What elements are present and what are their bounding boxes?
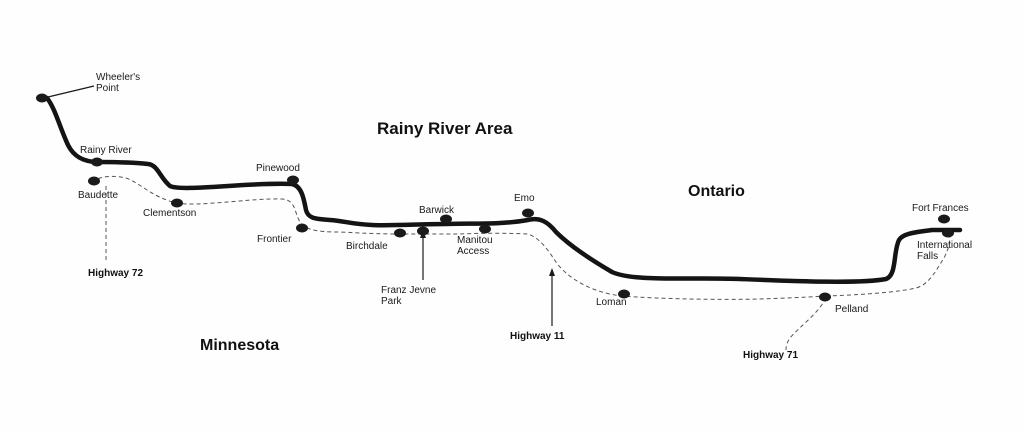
baudette-label: Baudette [78, 190, 119, 201]
region-ontario: Ontario [688, 183, 745, 200]
international-falls-label: International Falls [917, 240, 972, 262]
clementson-marker [171, 198, 183, 208]
ontario-highway-71-road [825, 235, 951, 297]
pelland-label: Pelland [835, 304, 869, 315]
birchdale-label: Birchdale [346, 241, 388, 252]
highway-71-label: Highway 71 [743, 350, 799, 361]
region-minnesota: Minnesota [200, 337, 280, 354]
wheelers-point-marker [36, 93, 48, 103]
loman-marker [618, 289, 630, 299]
manitou-access-label: Manitou Access [457, 235, 493, 257]
franz-jevne-marker [417, 226, 429, 236]
emo-marker [522, 208, 534, 218]
manitou-access-label-line2: Access [457, 246, 490, 257]
highway-11-label: Highway 11 [510, 331, 565, 342]
barwick-label: Barwick [419, 205, 455, 216]
highway-11-arrow [549, 268, 555, 326]
rainy-river-marker [91, 157, 103, 167]
birchdale-marker [394, 228, 406, 238]
rainy-river-label: Rainy River [80, 145, 132, 156]
franz-jevne-park-label-line1: Franz Jevne [381, 285, 437, 296]
pinewood-label: Pinewood [256, 163, 300, 174]
frontier-marker [296, 223, 308, 233]
map-title: Rainy River Area [377, 119, 513, 138]
fort-frances-marker [938, 214, 950, 224]
emo-label: Emo [514, 193, 535, 204]
pelland-marker [819, 292, 831, 302]
international-falls-marker [942, 228, 954, 238]
pinewood-marker [287, 175, 299, 185]
baudette-marker [88, 176, 100, 186]
wheelers-point-pointer [47, 85, 95, 98]
highway-71-road [785, 297, 827, 351]
rainy-river-line [44, 95, 963, 284]
frontier-label: Frontier [257, 234, 292, 245]
us-highway-11-road [91, 175, 827, 300]
franz-jevne-park-label: Franz Jevne Park [381, 285, 436, 307]
manitou-access-marker [479, 224, 491, 234]
wheelers-point-label-line1: Wheeler's [96, 72, 141, 83]
franz-jevne-park-label-line2: Park [381, 296, 402, 307]
international-falls-label-line1: International [917, 240, 973, 251]
clementson-label: Clementson [143, 208, 197, 219]
international-falls-label-line2: Falls [917, 251, 939, 262]
wheelers-point-label: Wheeler's Point [96, 72, 140, 94]
manitou-access-label-line1: Manitou [457, 235, 493, 246]
loman-label: Loman [596, 297, 627, 308]
barwick-marker [440, 214, 452, 224]
fort-frances-label: Fort Frances [912, 203, 969, 214]
wheelers-point-label-line2: Point [96, 83, 119, 94]
highway-72-label: Highway 72 [88, 268, 144, 279]
franz-jevne-arrow [420, 230, 426, 280]
